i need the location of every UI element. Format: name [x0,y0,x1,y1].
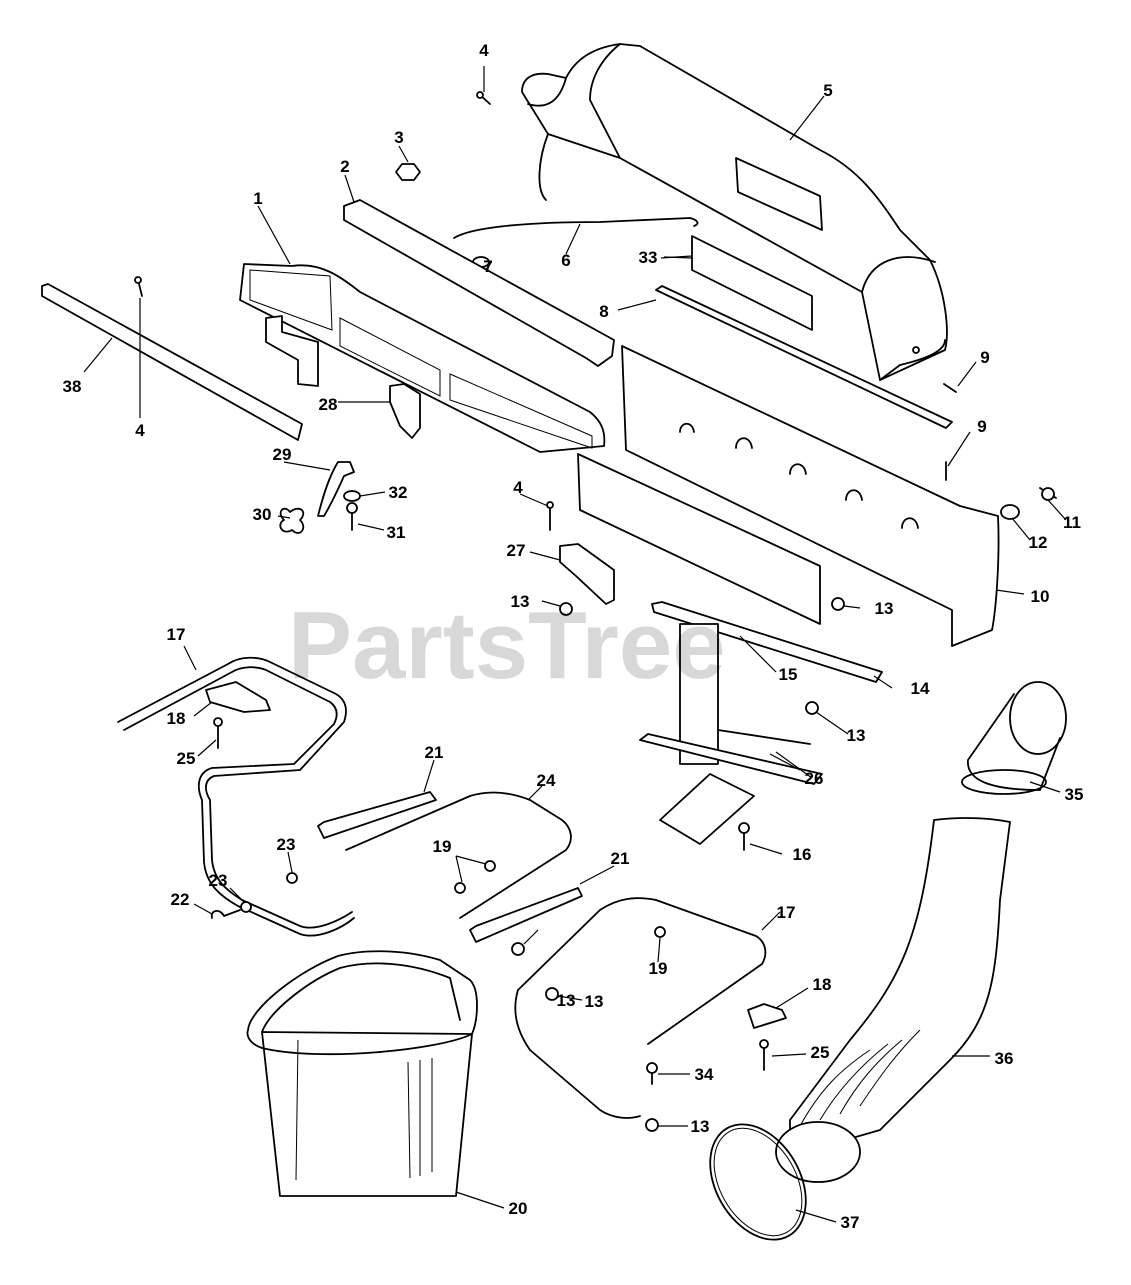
callout-27: 27 [507,541,526,560]
callout-26: 26 [805,769,824,788]
part-23-nut-b [286,872,298,884]
callout-24: 24 [537,771,556,790]
part-3-nut [395,163,421,181]
callout-23: 23 [209,871,228,890]
callout-16: 16 [793,845,812,864]
part-36-hose [775,817,1011,1183]
callout-4: 4 [135,421,145,440]
callout-3: 3 [394,128,403,147]
part-5-hood [521,43,948,381]
callout-13: 13 [875,599,894,618]
part-33-plate [691,235,813,331]
part-37-ring [709,1123,807,1241]
callout-14: 14 [911,679,930,698]
callout-28: 28 [319,395,338,414]
part-38-strip [41,283,303,441]
part-13-nuts [511,597,845,1132]
callout-2: 2 [340,157,349,176]
part-35-collar [961,681,1067,795]
part-17-frame-b [514,897,767,1119]
part-23-nut-a [240,901,252,913]
callout-36: 36 [995,1049,1014,1068]
callout-19: 19 [433,837,452,856]
callout-34: 34 [695,1065,714,1084]
part-18-bracket-a [205,681,271,713]
callout-31: 31 [387,523,406,542]
callout-13: 13 [847,726,866,745]
part-9-pin-a [943,383,957,393]
callout-17: 17 [167,625,186,644]
callout-10: 10 [1031,587,1050,606]
part-24-frame [345,791,572,919]
callout-25: 25 [177,749,196,768]
callout-35: 35 [1065,785,1084,804]
part-19-bolt-b [454,882,466,894]
callout-32: 32 [389,483,408,502]
callout-4: 4 [479,41,489,60]
part-19-bolt-c [654,926,666,938]
callout-9: 9 [977,417,986,436]
callout-1: 1 [253,189,262,208]
callout-21: 21 [425,743,444,762]
callout-18: 18 [813,975,832,994]
callout-13: 13 [691,1117,710,1136]
callout-22: 22 [171,890,190,909]
part-27-bracket [559,543,615,605]
callout-13: 13 [511,592,530,611]
callout-19: 19 [649,959,668,978]
callout-13: 13 [585,992,604,1011]
callout-17: 17 [777,903,796,922]
part-17-frame-a-inner [123,666,355,937]
leader-lines [83,66,1067,1223]
part-21-channel-a [317,791,437,839]
callout-12: 12 [1029,533,1048,552]
part-28-bracket-a [265,315,319,387]
watermark-text: PartsTree [288,592,726,699]
part-1-screen [239,263,606,453]
callout-23: 23 [277,835,296,854]
callout-8: 8 [599,302,608,321]
part-2-bracket [343,199,615,367]
callout-11: 11 [1063,513,1081,532]
part-20-bag [246,950,478,1197]
part-17-frame-a [117,656,353,929]
part-28-bracket-b [389,383,421,439]
callout-33: 33 [639,248,658,267]
callout-6: 6 [561,251,570,270]
callout-4: 4 [513,478,523,497]
part-32-washer [343,490,361,502]
part-19-bolt-a [484,860,496,872]
callout-21: 21 [611,849,630,868]
callout-30: 30 [253,505,272,524]
part-12-washer [1000,504,1020,520]
part-8-hinge [655,285,953,429]
part-30-knob [279,507,305,534]
callout-20: 20 [509,1199,528,1218]
callout-37: 37 [841,1213,860,1232]
callout-5: 5 [823,81,832,100]
callout-13: 13 [557,991,576,1010]
part-22-clip [210,909,241,919]
callout-18: 18 [167,709,186,728]
part-14-15-26-mount [639,601,883,845]
callout-29: 29 [273,445,292,464]
part-21-channel-b [469,887,583,943]
part-18-bracket-b [747,1003,787,1029]
callout-7: 7 [483,257,492,276]
part-6-rod [453,217,699,239]
callout-15: 15 [779,665,798,684]
callout-9: 9 [980,348,989,367]
part-29-clamp [317,461,355,517]
callout-38: 38 [63,377,82,396]
part-10-deflector [577,345,1000,647]
callout-25: 25 [811,1043,830,1062]
